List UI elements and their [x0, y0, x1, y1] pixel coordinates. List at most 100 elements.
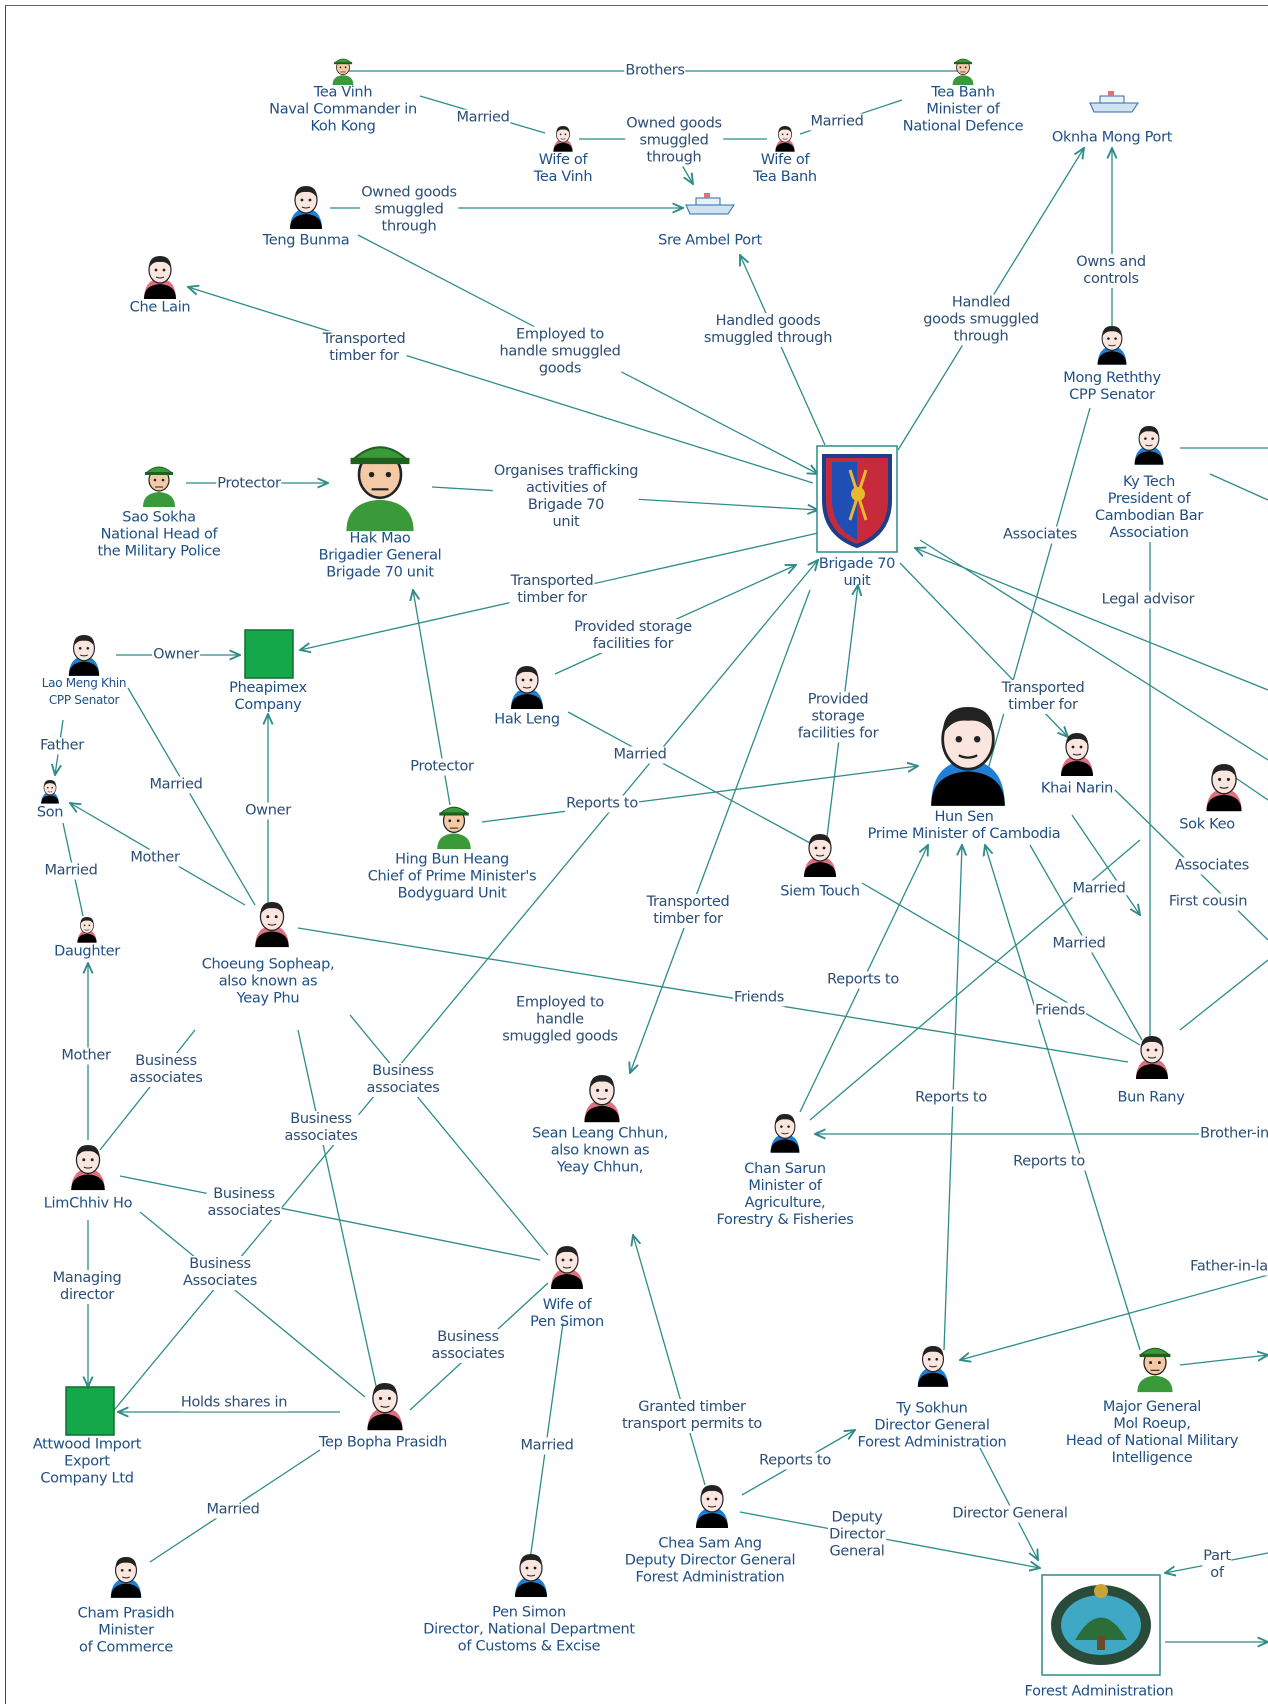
- edge-bun-khai: [1071, 814, 1140, 915]
- daughter-icon: [77, 916, 97, 943]
- edge-label-handled-oknha: Handled goods smuggled through: [922, 294, 1040, 346]
- ty-sokhun-icon: [917, 1345, 949, 1387]
- node-limchhiv-ho: LimChhiv Ho: [43, 1195, 133, 1212]
- edge-label-married-hun: Married: [1051, 935, 1107, 953]
- hun-sen-icon: [929, 705, 1007, 806]
- edge-label-associates-sok: Associates: [1174, 857, 1250, 875]
- node-ty-sokhun: Ty Sokhun Director General Forest Admini…: [857, 1400, 1007, 1451]
- edge-chea-deputy: [739, 1511, 1040, 1568]
- wife-pen-simon-icon: [550, 1245, 584, 1289]
- edge-che-lain: [188, 287, 814, 484]
- sre-ambel-ship-icon: [685, 193, 735, 215]
- edge-label-business-limchhiv-wife: Business associates: [206, 1186, 282, 1220]
- brigade-70-shield-icon: [816, 445, 898, 553]
- edge-mong-associates: [984, 407, 1091, 781]
- edge-label-mother-son: Mother: [129, 849, 181, 867]
- edge-label-granted-permits: Granted timber transport permits to: [621, 1399, 763, 1433]
- edge-ty-director: [979, 1447, 1038, 1560]
- node-cham-prasidh: Cham Prasidh Minister of Commerce: [77, 1605, 175, 1656]
- node-chan-sarun: Chan Sarun Minister of Agriculture, Fore…: [716, 1161, 854, 1228]
- edge-label-married-son: Married: [43, 862, 99, 880]
- edge-brigade-right1: [915, 548, 1268, 691]
- khai-narin-icon: [1060, 732, 1094, 776]
- edge-label-business-limchhiv: Business associates: [128, 1053, 204, 1087]
- edge-label-transported-pheapimex: Transported timber for: [509, 573, 595, 607]
- edge-label-friends-choeung: Friends: [732, 989, 786, 1007]
- son-icon: [40, 779, 60, 804]
- edge-sre-handled: [740, 255, 826, 446]
- limchhiv-ho-icon: [70, 1144, 106, 1191]
- edge-label-father-in-law: Father-in-la: [1189, 1258, 1268, 1276]
- edge-hak-leng-married: [567, 711, 811, 844]
- wife-tea-vinh-icon: [553, 125, 573, 152]
- node-tea-vinh: Tea Vinh Naval Commander in Koh Kong: [269, 84, 417, 135]
- edge-label-married-tep: Married: [205, 1501, 261, 1519]
- edge-mol-reports: [985, 845, 1141, 1351]
- node-forest-administration: Forest Administration: [1024, 1683, 1174, 1700]
- edge-label-mother-daughter: Mother: [60, 1047, 112, 1065]
- edge-label-employed-sean: Employed to handle smuggled goods: [501, 994, 619, 1046]
- edge-label-associates-mong: Associates: [1002, 526, 1078, 544]
- edge-label-married-hak-leng: Married: [612, 746, 668, 764]
- node-wife-of-tea-vinh: Wife of Tea Vinh: [533, 152, 593, 185]
- edge-label-organises: Organises trafficking activities of Brig…: [492, 463, 640, 531]
- edge-label-owner-choeung: Owner: [244, 802, 292, 820]
- pheapimex-company-icon: [244, 629, 294, 679]
- edge-choeung-friends: [297, 927, 1129, 1063]
- mol-roeup-icon: [1136, 1347, 1174, 1393]
- page-frame: [5, 5, 1268, 1704]
- chea-sam-ang-icon: [695, 1484, 729, 1528]
- edge-label-married-pen: Married: [519, 1437, 575, 1455]
- edge-label-part-of: Part of: [1202, 1548, 1232, 1582]
- edge-label-managing-director: Managing director: [51, 1270, 123, 1304]
- edge-label-reports-mol: Reports to: [1012, 1153, 1086, 1171]
- node-mong-reththy: Mong Reththy CPP Senator: [1063, 370, 1161, 403]
- edge-label-deputy-director: Deputy Director General: [828, 1509, 886, 1561]
- edge-label-employed-teng: Employed to handle smuggled goods: [498, 326, 622, 378]
- pen-simon-icon: [514, 1553, 548, 1597]
- edge-label-first-cousin: First cousin: [1167, 893, 1249, 911]
- edge-label-transported-sean: Transported timber for: [645, 894, 731, 928]
- edge-label-holds-shares: Holds shares in: [179, 1394, 289, 1412]
- edge-limchhiv-business: [99, 1029, 196, 1151]
- edge-limchhiv-tep: [139, 1211, 366, 1398]
- node-khai-narin: Khai Narin: [1040, 780, 1114, 797]
- node-chea-sam-ang: Chea Sam Ang Deputy Director General For…: [624, 1535, 796, 1586]
- edge-limchhiv-wife: [119, 1175, 541, 1261]
- node-brigade-70-unit: Brigade 70 unit: [818, 556, 896, 589]
- edge-label-protector-sao: Protector: [216, 475, 282, 493]
- siem-touch-icon: [803, 833, 837, 877]
- edge-label-business-limchhiv-tep: Business Associates: [182, 1256, 258, 1290]
- tep-bopha-icon: [366, 1382, 404, 1431]
- wife-tea-banh-icon: [775, 125, 795, 152]
- teng-bunma-icon: [289, 185, 323, 229]
- node-hak-leng: Hak Leng: [494, 711, 560, 728]
- hak-leng-icon: [510, 665, 544, 709]
- node-daughter: Daughter: [54, 943, 120, 960]
- edge-label-married-bun: Married: [1071, 880, 1127, 898]
- tea-vinh-icon: [332, 58, 354, 85]
- edge-label-married-lao: Married: [148, 776, 204, 794]
- edge-label-handled-sre-ambel: Handled goods smuggled through: [702, 313, 834, 347]
- node-pen-simon: Pen Simon Director, National Department …: [423, 1604, 635, 1655]
- node-teng-bunma: Teng Bunma: [262, 232, 350, 249]
- node-hing-bun-heang: Hing Bun Heang Chief of Prime Minister's…: [367, 851, 537, 902]
- forest-administration-emblem-icon: [1041, 1574, 1161, 1676]
- edge-label-storage-hak-leng: Provided storage facilities for: [573, 619, 693, 653]
- edge-label-transported-che-lain: Transported timber for: [321, 331, 407, 365]
- node-tea-banh: Tea Banh Minister of National Defence: [902, 84, 1024, 135]
- node-ky-tech: Ky Tech President of Cambodian Bar Assoc…: [1094, 474, 1204, 541]
- node-tep-bopha-prasidh: Tep Bopha Prasidh: [318, 1434, 448, 1451]
- edge-hing-reports: [481, 766, 918, 823]
- edge-label-owns-controls: Owns and controls: [1075, 254, 1147, 288]
- node-mol-roeup: Major General Mol Roeup, Head of Nationa…: [1065, 1399, 1239, 1466]
- edge-bun-associates: [1179, 959, 1268, 1031]
- node-siem-touch: Siem Touch: [780, 883, 860, 900]
- hing-bun-heang-icon: [436, 806, 472, 850]
- node-wife-of-tea-banh: Wife of Tea Banh: [753, 152, 817, 185]
- node-wife-of-pen-simon: Wife of Pen Simon: [530, 1297, 604, 1330]
- node-pheapimex-company: Pheapimex Company: [229, 680, 307, 713]
- edge-label-business-tep-wife: Business associates: [430, 1329, 506, 1363]
- chan-sarun-icon: [770, 1113, 800, 1153]
- edge-label-protector-hing: Protector: [409, 758, 475, 776]
